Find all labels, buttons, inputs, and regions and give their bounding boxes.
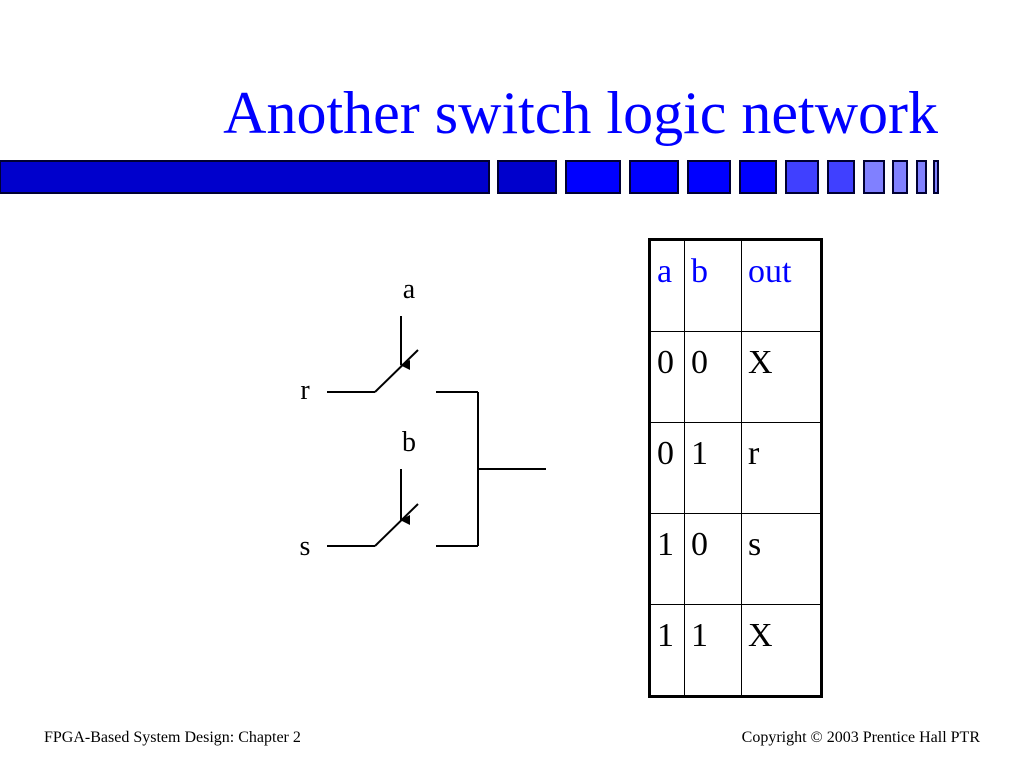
header-cell-b: b xyxy=(684,239,742,332)
input-label-s: s xyxy=(300,531,311,562)
header-cell-out: out xyxy=(741,239,822,332)
table-row: 1 1 X xyxy=(649,604,822,697)
header-cell-a: a xyxy=(649,239,685,332)
table-cell: 1 xyxy=(649,513,685,605)
table-cell: 0 xyxy=(684,513,742,605)
truth-table: a b out 0 0 X 0 1 r 1 0 s 1 1 X xyxy=(648,238,823,698)
table-row: 1 0 s xyxy=(649,513,822,605)
table-cell: 0 xyxy=(649,422,685,514)
control-label-a: a xyxy=(403,274,416,305)
table-cell: 0 xyxy=(649,331,685,423)
table-cell: r xyxy=(741,422,822,514)
footer-book-title: FPGA-Based System Design: Chapter 2 xyxy=(44,729,301,746)
table-cell: s xyxy=(741,513,822,605)
table-cell: 0 xyxy=(684,331,742,423)
table-cell: X xyxy=(741,331,822,423)
slide-title: Another switch logic network xyxy=(223,80,938,146)
switch-r xyxy=(374,349,419,393)
table-row: 0 0 X xyxy=(649,331,822,423)
table-cell: X xyxy=(741,604,822,697)
footer-copyright: Copyright © 2003 Prentice Hall PTR xyxy=(741,729,980,746)
switch-s xyxy=(374,503,419,547)
table-header-row: a b out xyxy=(649,239,822,332)
input-label-r: r xyxy=(300,375,310,406)
table-cell: 1 xyxy=(684,422,742,514)
control-label-b: b xyxy=(402,427,416,458)
table-cell: 1 xyxy=(649,604,685,697)
table-cell: 1 xyxy=(684,604,742,697)
table-row: 0 1 r xyxy=(649,422,822,514)
title-decoration-bar xyxy=(0,160,939,194)
